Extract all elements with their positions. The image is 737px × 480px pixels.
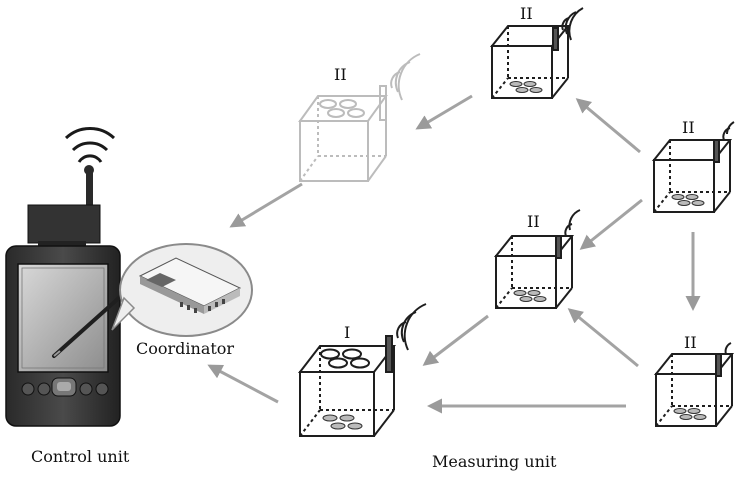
node-label-middle: II <box>527 212 540 231</box>
arrow-faded-to-control <box>229 182 303 228</box>
arrow-top-to-faded <box>415 94 473 130</box>
measuring-unit-label: Measuring unit <box>432 452 557 471</box>
arrow-right-to-middle <box>579 198 643 250</box>
node-label-top: II <box>520 4 533 23</box>
node-label-bottom-right: II <box>684 333 697 352</box>
measuring-node-I <box>297 303 427 437</box>
arrow-middle-to-unitI <box>422 314 489 366</box>
measuring-node-middle <box>493 209 581 309</box>
node-label-right: II <box>682 118 695 137</box>
arrow-right-to-top <box>575 98 641 154</box>
control-unit-device <box>5 127 132 427</box>
coordinator-label: Coordinator <box>136 339 235 358</box>
control-unit-label: Control unit <box>31 447 130 466</box>
arrow-unitI-to-control <box>207 364 279 404</box>
measuring-node-right <box>651 121 735 213</box>
node-label-unit-I: I <box>344 323 351 342</box>
measuring-node-faded <box>298 53 421 182</box>
arrows <box>207 94 701 414</box>
control-unit-signal-icon <box>64 127 116 163</box>
measuring-node-bottom-right <box>653 342 735 427</box>
node-label-faded: II <box>334 65 347 84</box>
measuring-node-top <box>489 7 584 99</box>
arrow-bottomright-to-middle <box>567 308 639 368</box>
coordinator-module <box>111 243 253 337</box>
